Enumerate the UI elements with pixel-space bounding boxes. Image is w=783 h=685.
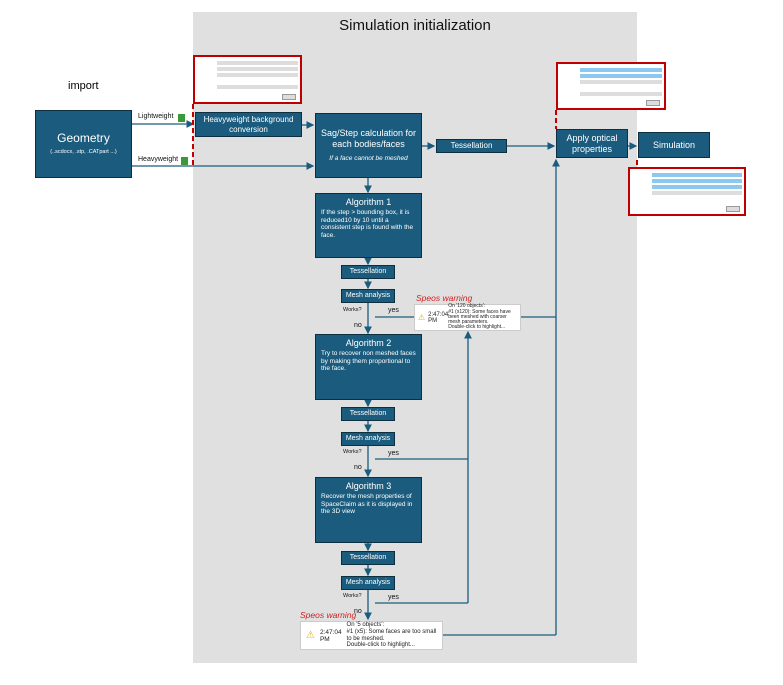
apply-optical-box: Apply optical properties [556, 129, 628, 158]
warning-1-line-2: #1 (x120): Some faces have been meshed w… [448, 308, 511, 326]
yes-3: yes [388, 594, 399, 601]
lightweight-label: Lightweight [138, 113, 174, 120]
algorithm-2-text: Try to recover non meshed faces by makin… [321, 350, 416, 373]
tessellation-2: Tessellation [341, 407, 395, 421]
import-label: import [68, 80, 99, 92]
speos-warning-label-2: Speos warning [300, 610, 357, 620]
progress-screenshot-1 [193, 55, 302, 104]
speos-warning-1[interactable]: ⚠ 2:47:04 PM On '120 objects': #1 (x120)… [414, 304, 521, 331]
works-1: Works? [343, 307, 362, 313]
sag-step-box: Sag/Step calculation for each bodies/fac… [315, 113, 422, 178]
algorithm-1-box: Algorithm 1 If the step > bounding box, … [315, 193, 422, 258]
lightweight-icon [178, 114, 185, 122]
speos-warning-label-1: Speos warning [416, 293, 473, 303]
yes-1: yes [388, 307, 399, 314]
mesh-analysis-1: Mesh analysis [341, 289, 395, 303]
heavyweight-icon [181, 157, 188, 165]
algorithm-3-text: Recover the mesh properties of SpaceClai… [321, 493, 413, 516]
geometry-title: Geometry [57, 131, 110, 146]
algorithm-1-title: Algorithm 1 [345, 197, 392, 207]
no-2: no [354, 464, 362, 471]
tessellation-main-box: Tessellation [436, 139, 507, 153]
simulation-box: Simulation [638, 132, 710, 158]
warning-1-line-3: Double-click to highlight... [448, 324, 506, 331]
algorithm-3-title: Algorithm 3 [345, 481, 392, 491]
tessellation-3: Tessellation [341, 551, 395, 565]
works-2: Works? [343, 449, 362, 455]
panel-title: Simulation initialization [339, 17, 491, 34]
mesh-analysis-3: Mesh analysis [341, 576, 395, 590]
geometry-formats: (..scdocx, .stp, .CATpart ...) [50, 149, 117, 156]
algorithm-2-title: Algorithm 2 [345, 338, 392, 348]
works-3: Works? [343, 593, 362, 599]
no-1: no [354, 322, 362, 329]
no-3: no [354, 608, 362, 615]
algorithm-3-box: Algorithm 3 Recover the mesh properties … [315, 477, 422, 543]
warning-time-1: 2:47:04 PM [428, 311, 449, 324]
warning-2-line-2: #1 (x5): Some faces are too small to be … [346, 628, 437, 642]
algorithm-2-box: Algorithm 2 Try to recover non meshed fa… [315, 334, 422, 400]
heavyweight-label: Heavyweight [138, 156, 179, 163]
heavyweight-conversion-box: Heavyweight background conversion [195, 112, 302, 137]
warning-1-line-1: On '120 objects': [448, 303, 486, 310]
warning-icon: ⚠ [418, 313, 426, 322]
progress-screenshot-2 [556, 62, 666, 110]
sag-step-title: Sag/Step calculation for each bodies/fac… [320, 128, 417, 149]
speos-warning-2[interactable]: ⚠ 2:47:04 PM On '5 objects': #1 (x5): So… [300, 621, 443, 650]
warning-icon: ⚠ [306, 630, 315, 641]
warning-time-2: 2:47:04 PM [319, 628, 342, 643]
algorithm-1-text: If the step > bounding box, it is reduce… [321, 209, 414, 239]
geometry-box: Geometry (..scdocx, .stp, .CATpart ...) [35, 110, 132, 178]
mesh-analysis-2: Mesh analysis [341, 432, 395, 446]
progress-screenshot-3 [628, 167, 746, 216]
warning-2-line-3: Double-click to highlight... [346, 642, 415, 649]
sag-step-note: If a face cannot be meshed [329, 155, 408, 163]
yes-2: yes [388, 450, 399, 457]
tessellation-1: Tessellation [341, 265, 395, 279]
warning-2-line-1: On '5 objects': [346, 622, 385, 629]
